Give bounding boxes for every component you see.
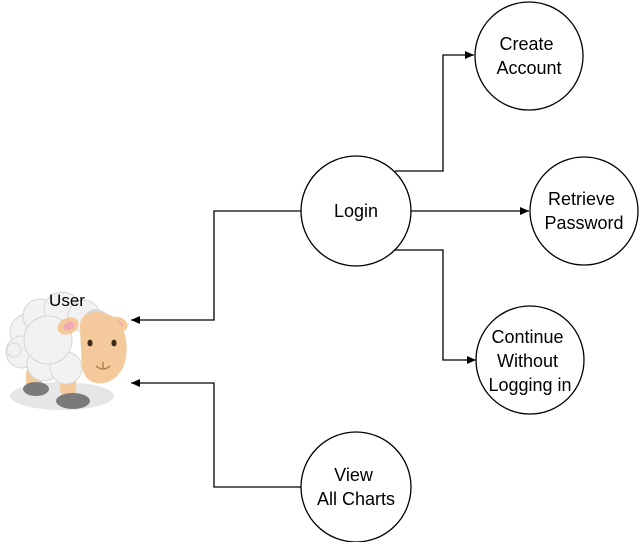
node-continue-without-logging-in[interactable]: Continue Without Logging in (475, 305, 585, 415)
sheep-icon (5, 291, 128, 410)
node-view-charts-label: View All Charts (317, 465, 395, 509)
node-login[interactable]: Login (300, 155, 412, 267)
edge-login-to-user (131, 210, 301, 324)
node-view-all-charts[interactable]: View All Charts (300, 431, 412, 542)
edge-login-to-create-account (395, 51, 474, 172)
node-create-account-label: Create Account (496, 34, 561, 78)
edge-view-charts-to-user (131, 379, 301, 488)
edge-login-to-continue-without (395, 249, 476, 364)
user-label: User (49, 291, 85, 310)
node-create-account[interactable]: Create Account (474, 1, 584, 111)
node-login-label: Login (334, 201, 378, 221)
node-retrieve-password[interactable]: Retrieve Password (529, 156, 639, 266)
user-actor[interactable]: User (5, 291, 130, 410)
node-continue-without-label: Continue Without Logging in (488, 327, 571, 395)
node-retrieve-password-label: Retrieve Password (544, 189, 623, 233)
